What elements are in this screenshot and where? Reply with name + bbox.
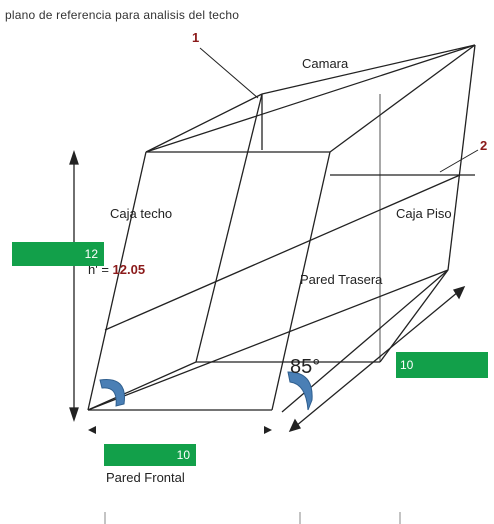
back-face-top-edge [261, 44, 476, 95]
marker-2-label: 2 [480, 138, 488, 153]
height-arrow-top [69, 149, 79, 165]
height-arrow-bottom [69, 407, 79, 423]
depth-arrow-end [452, 285, 466, 300]
height-dimension-box: 12 [12, 242, 104, 266]
marker-1-label: 1 [192, 30, 200, 45]
angle-arc-front [99, 379, 125, 407]
depth-edge-top-left [145, 93, 263, 153]
diagram-title: plano de referencia para analisis del te… [5, 8, 240, 22]
marker-1-pointer [199, 47, 259, 99]
marker-2-pointer [439, 149, 479, 173]
depth-arrow-line [295, 291, 459, 427]
pared-trasera-label: Pared Trasera [300, 272, 383, 287]
front-width-arrow-left [88, 426, 96, 434]
back-face-inner-left [195, 93, 263, 363]
depth-edge-bottom-left [87, 361, 197, 411]
pared-frontal-label: Pared Frontal [106, 470, 185, 485]
caja-techo-label: Caja techo [110, 206, 173, 221]
depth-arrow-start [288, 418, 302, 433]
roof-diagonal [145, 44, 476, 153]
front-width-arrow-right [264, 426, 272, 434]
camara-label: Camara [302, 56, 349, 71]
caja-piso-label: Caja Piso [396, 206, 452, 221]
front-face-right-edge [271, 151, 331, 411]
floor-plane-diagonal [87, 269, 449, 411]
front-face-left-edge [87, 151, 147, 411]
angle-arc-back [287, 371, 313, 411]
mid-plane-line [104, 174, 461, 331]
depth-dimension-box: 10 [396, 352, 488, 378]
back-face-right-edge [447, 44, 476, 271]
depth-edge-top-right [329, 44, 476, 153]
front-width-dimension-box: 10 [104, 444, 196, 466]
angle-label: 85° [290, 356, 321, 378]
